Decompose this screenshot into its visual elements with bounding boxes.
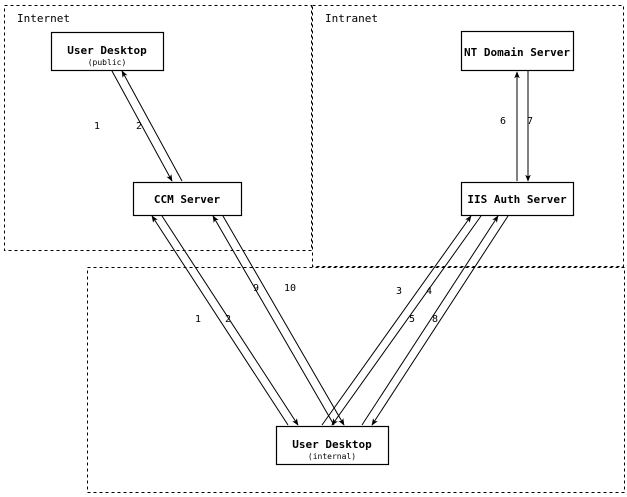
edge-label-1-public: 1	[94, 121, 100, 132]
node-box	[50, 31, 165, 72]
node-iis-auth-server[interactable]: IIS Auth Server	[460, 181, 575, 217]
node-title: User Desktop	[292, 438, 372, 451]
edge-label-7: 7	[527, 116, 533, 127]
edge-8-iis-to-internal	[371, 215, 509, 426]
node-title: CCM Server	[154, 193, 221, 206]
node-user-desktop-public[interactable]: User Desktop (public)	[50, 31, 165, 72]
node-subtitle: (internal)	[308, 452, 356, 461]
zone-internal-boundary	[87, 267, 625, 493]
node-box	[132, 181, 243, 217]
edge-10-ccm-to-internal	[222, 215, 345, 426]
edge-1-internal-to-ccm	[151, 215, 289, 426]
edge-label-9: 9	[253, 283, 259, 294]
node-title: User Desktop	[67, 44, 147, 57]
edge-4-iis-to-internal	[331, 215, 482, 426]
edge-label-3: 3	[396, 286, 402, 297]
edge-label-8: 8	[432, 314, 438, 325]
edge-5-internal-to-iis	[361, 215, 499, 426]
edge-label-2-public: 2	[136, 121, 142, 132]
zone-label-intranet: Intranet	[325, 12, 378, 25]
node-box	[460, 30, 575, 72]
edge-label-6: 6	[500, 116, 506, 127]
node-box	[275, 425, 390, 466]
edge-3-internal-to-iis	[321, 215, 472, 426]
zone-label-internet: Internet	[17, 12, 70, 25]
edge-2-ccm-to-public	[121, 70, 183, 182]
node-title: NT Domain Server	[464, 46, 570, 59]
edge-label-2-internal: 2	[225, 314, 231, 325]
edge-label-10: 10	[284, 283, 296, 294]
edge-label-4: 4	[426, 286, 432, 297]
node-title: IIS Auth Server	[467, 193, 567, 206]
edge-1-public-to-ccm	[111, 70, 173, 182]
edge-2-ccm-to-internal	[161, 215, 299, 426]
node-user-desktop-internal[interactable]: User Desktop (internal)	[275, 425, 390, 466]
edge-label-1-internal: 1	[195, 314, 201, 325]
zone-intranet-boundary	[312, 5, 624, 267]
node-nt-domain-server[interactable]: NT Domain Server	[460, 30, 575, 72]
node-box	[460, 181, 575, 217]
edge-9-internal-to-ccm	[212, 215, 335, 426]
node-ccm-server[interactable]: CCM Server	[132, 181, 243, 217]
edge-label-5: 5	[409, 314, 415, 325]
node-subtitle: (public)	[88, 58, 127, 67]
